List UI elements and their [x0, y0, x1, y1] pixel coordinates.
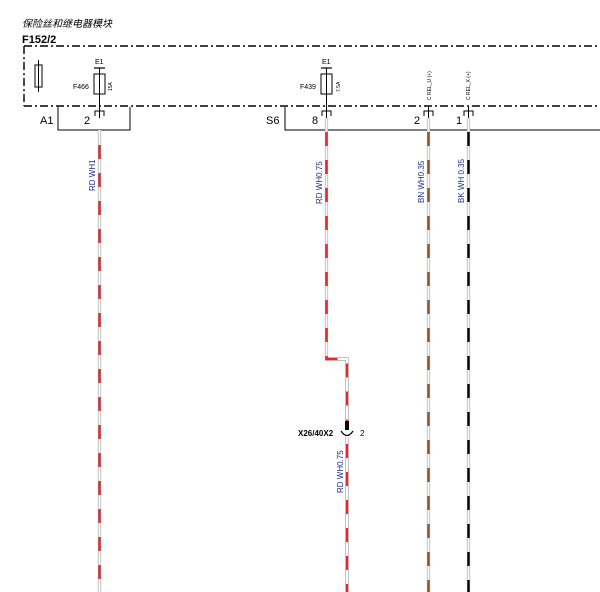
- wire-label: RD WH0.75: [336, 450, 345, 493]
- module-code: F152/2: [22, 34, 56, 46]
- fuse-f466-name: F466: [73, 84, 89, 91]
- fuse-f466-source: E1: [95, 59, 104, 66]
- inline-connector-x26-40x2: X26/40X2 2: [298, 421, 365, 438]
- module-boundary: [23, 45, 600, 107]
- wire-bk-wh035: BK WH 0.35: [457, 118, 471, 592]
- wire-label: BN WH0.35: [417, 160, 426, 203]
- fuse-f466-rating: 15A: [108, 81, 114, 91]
- connector-s6-pin-8: 8: [312, 115, 318, 127]
- signal-label-rel-x: C REL_X (+): [466, 71, 472, 100]
- fuse-f439: E1 F439 7.5A: [300, 59, 342, 118]
- wire-rd-wh1: RD WH1: [88, 130, 102, 592]
- inline-connector-pin: 2: [360, 429, 365, 438]
- wire-rd-wh075-lower: RD WH0.75: [336, 437, 349, 592]
- pin-terminal-icon: [94, 107, 105, 118]
- pin-terminal-icon: [321, 107, 332, 118]
- wire-label: RD WH1: [88, 159, 97, 191]
- connector-a1-name: A1: [40, 115, 53, 127]
- pin-terminal-icon: [463, 107, 474, 118]
- module-title: 保险丝和继电器模块: [22, 18, 113, 30]
- fuse-f439-name: F439: [300, 84, 316, 91]
- pin-terminal-icon: [423, 107, 434, 118]
- connector-s6-pin-1: 1: [456, 115, 462, 127]
- wire-bn-wh035: BN WH0.35: [417, 118, 431, 592]
- wire-label: RD WH0.75: [315, 161, 324, 204]
- wire-rd-wh075-upper: RD WH0.75: [315, 118, 349, 425]
- connector-s6-name: S6: [266, 115, 279, 127]
- fuse-symbol-icon: [34, 60, 43, 92]
- connector-s6: S6 8 2 1: [266, 107, 600, 131]
- fuse-f466: E1 F466 15A: [73, 59, 114, 118]
- connector-s6-pin-2: 2: [414, 115, 420, 127]
- connector-a1-pin: 2: [84, 115, 90, 127]
- fuse-f439-source: E1: [322, 59, 331, 66]
- wire-label: BK WH 0.35: [457, 158, 466, 203]
- connector-a1: A1 2: [40, 107, 131, 131]
- connector-socket-icon: [340, 430, 354, 437]
- inline-connector-name: X26/40X2: [298, 429, 334, 438]
- fuse-f439-rating: 7.5A: [336, 81, 342, 92]
- signal-label-rel-u: C REL_U (+): [427, 71, 433, 100]
